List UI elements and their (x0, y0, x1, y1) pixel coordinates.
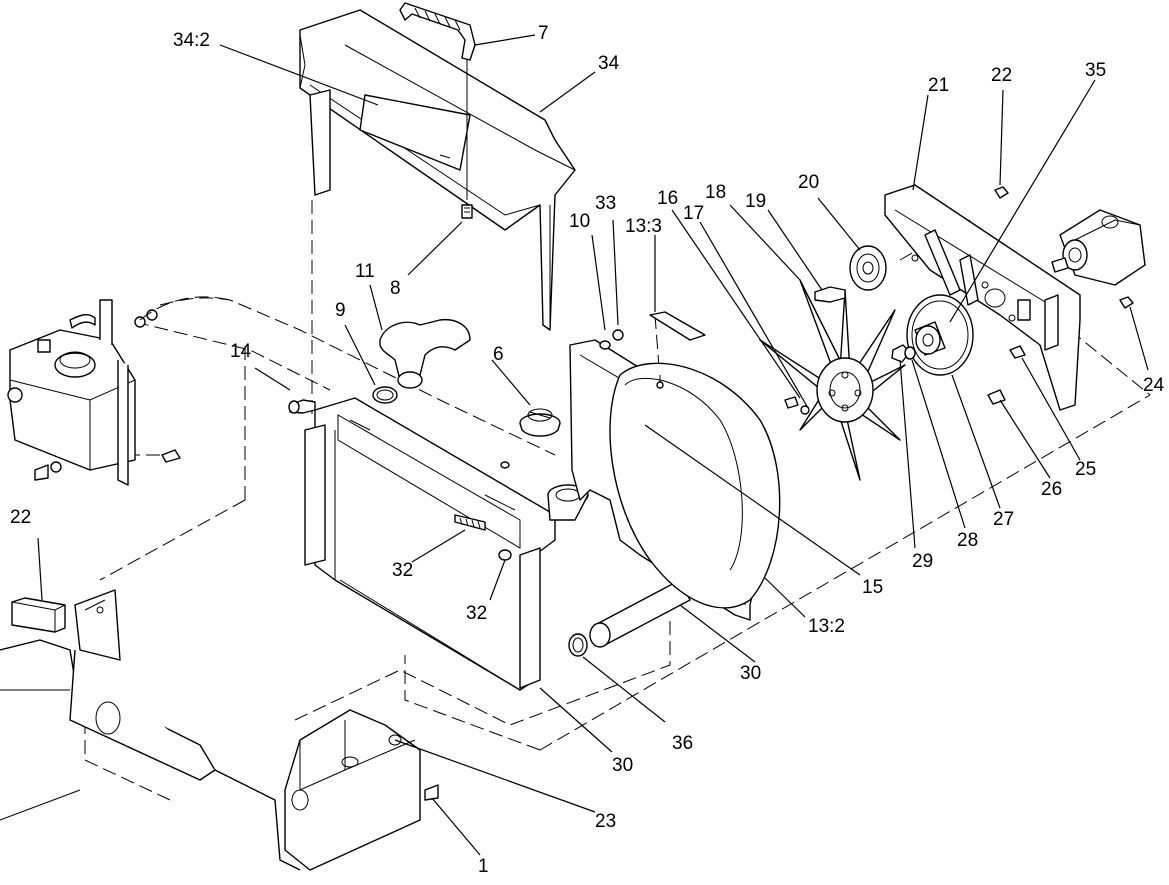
callout-29: 32 (392, 560, 414, 581)
frame-rail (0, 589, 301, 871)
callout-13: 13:2 (808, 616, 845, 637)
upper-hose (379, 318, 471, 389)
shroud-bracket (649, 311, 706, 389)
callout-13-2: 13:3 (625, 216, 662, 237)
lower-hose (589, 579, 691, 648)
hose-clamp (372, 386, 398, 404)
callout-1: 1 (478, 856, 489, 877)
callout-7: 7 (538, 23, 549, 44)
hydraulic-pump (1051, 209, 1146, 286)
fan-shroud (569, 329, 781, 621)
overflow-hose (139, 296, 231, 321)
callout-13-3-label: 15 (862, 577, 884, 598)
callout-30-num: 30 (612, 755, 634, 776)
callout-36: 36 (672, 733, 694, 754)
cooling-fan (759, 279, 906, 481)
filler-neck (547, 484, 589, 521)
callout-12: 14 (230, 341, 252, 362)
callout-17: 19 (745, 191, 767, 212)
callout-15: 17 (683, 203, 705, 224)
callout-34-2: 34:2 (173, 30, 210, 51)
fan-bolts (784, 396, 810, 415)
callout-19: 21 (928, 75, 950, 96)
callout-33: 33 (595, 193, 617, 214)
callout-27: 29 (912, 551, 934, 572)
mount-plate (884, 184, 1081, 411)
callout-11: 10 (569, 211, 591, 232)
callout-16: 18 (705, 182, 727, 203)
callout-28: 30 (740, 663, 762, 684)
callout-20: 22 (991, 65, 1013, 86)
callout-6: 6 (493, 344, 504, 365)
assembly-guide-lines (84, 200, 1151, 801)
screw (461, 60, 473, 219)
callout-34: 34 (598, 53, 620, 74)
bolt (288, 399, 316, 414)
top-shroud (299, 9, 576, 331)
callout-25: 27 (993, 509, 1015, 530)
callout-14: 16 (657, 188, 679, 209)
pulley-bolt (814, 286, 846, 303)
lower-clamp (568, 633, 588, 657)
callout-26: 28 (957, 530, 979, 551)
handle (399, 2, 476, 61)
callout-18: 20 (798, 172, 820, 193)
radiator (304, 397, 556, 691)
callout-32-num: 32 (466, 603, 488, 624)
drive-pulley (906, 294, 974, 376)
coolant-reservoir (7, 299, 181, 486)
callout-35: 35 (1085, 60, 1107, 81)
callout-9: 9 (335, 300, 346, 321)
mount-bracket (284, 709, 439, 871)
callout-21: 22 (10, 507, 32, 528)
callout-23: 25 (1075, 459, 1097, 480)
radiator-cap (519, 408, 561, 437)
callout-22-right: 24 (1143, 375, 1165, 396)
pad (11, 597, 66, 633)
callout-22-bottom: 23 (595, 811, 617, 832)
callout-24: 26 (1041, 479, 1063, 500)
hub-nut-washer (891, 344, 916, 363)
callout-8: 8 (390, 278, 401, 299)
leader-lines (37, 34, 1149, 856)
idler-pulley (849, 245, 887, 291)
callout-10: 11 (355, 261, 375, 282)
